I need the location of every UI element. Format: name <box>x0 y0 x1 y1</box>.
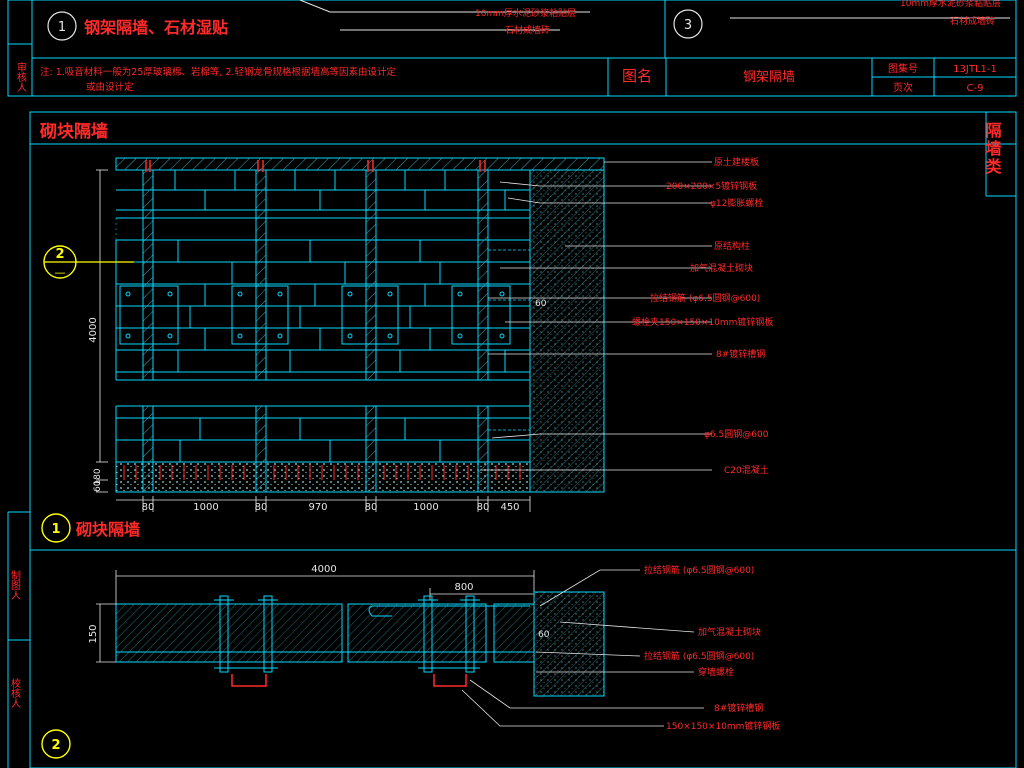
base-dim-60: 60 <box>93 480 103 492</box>
plan-callout-plate: 150×150×10mm镀锌钢板 <box>666 720 780 732</box>
detail-1-label-title: 砌块隔墙 <box>75 520 140 539</box>
detail-1-marker <box>47 11 77 41</box>
detail-1-number: 1 <box>58 20 66 35</box>
detail-3-number: 3 <box>684 18 692 33</box>
plan-wall-mid <box>347 603 487 663</box>
sheet-frame <box>7 111 1017 768</box>
dim-80-d: 80 <box>477 502 490 513</box>
elevation-leaders <box>480 161 712 471</box>
block-courses-middle <box>115 239 530 381</box>
detail-1-label-marker <box>41 513 71 543</box>
elevation-callouts: 原土建楼板 200×200×5镀锌钢板 φ12膨胀螺栓 原结构柱 加气混凝土砌块… <box>632 156 773 476</box>
plan-callout-block: 加气混凝土砌块 <box>698 626 761 638</box>
callout-top-left-1: 10mm厚水泥砂浆粘贴层 <box>475 7 576 19</box>
detail-2-marker <box>41 729 71 759</box>
detail-3-marker <box>673 9 703 39</box>
side-category-label: 隔墙类 <box>983 122 1002 176</box>
dim-450: 450 <box>500 502 519 513</box>
dim-80-b: 80 <box>255 502 268 513</box>
plan-thickness-label: 150 <box>88 624 99 643</box>
section-2-sub: — <box>55 266 66 279</box>
section-2-number: 2 <box>55 247 64 262</box>
callout-slab: 原土建楼板 <box>714 156 759 168</box>
plan-sub-dim-label: 800 <box>454 582 473 593</box>
drafter-label: 制图人 <box>9 569 21 600</box>
elevation-drawing: 4000 180 60 2 — 80 1000 80 970 80 10 <box>41 156 773 543</box>
left-margin-label: 审核人 <box>15 61 27 92</box>
base-dim-180: 180 <box>93 468 103 485</box>
title-label: 图名 <box>622 67 652 85</box>
callout-block: 加气混凝土砌块 <box>690 262 753 274</box>
bottom-dimension-chain <box>116 496 531 512</box>
plan-callout-through-bolt: 穿墙螺栓 <box>698 666 734 678</box>
callout-bolt-plate: 螺栓夹150×150×10mm镀锌钢板 <box>632 316 773 328</box>
callout-expansion-bolt: φ12膨胀螺栓 <box>710 197 763 209</box>
page-label: 页次 <box>893 81 913 94</box>
detail-1-label-number: 1 <box>51 522 60 537</box>
callout-tie-rebar: 拉结钢筋 (φ6.5圆钢@600) <box>650 292 760 304</box>
checker-label: 校核人 <box>9 677 21 708</box>
plan-bolts <box>214 595 530 673</box>
top-anchor-bolts <box>145 160 486 172</box>
detail-1-title: 钢架隔墙、石材湿贴 <box>84 18 228 37</box>
bottom-dim-labels: 80 1000 80 970 80 1000 80 450 <box>142 502 520 513</box>
plan-callout-channel: 8#镀锌槽钢 <box>714 702 763 714</box>
callout-channel: 8#镀锌槽钢 <box>716 348 765 360</box>
callout-steel-plate: 200×200×5镀锌钢板 <box>666 180 757 192</box>
plan-channels <box>231 674 467 687</box>
height-dim-label: 4000 <box>88 317 99 342</box>
plan-callout-tie-rebar-2: 拉结钢筋 (φ6.5圆钢@600) <box>644 650 754 662</box>
plan-gap-label: 60 <box>538 630 550 640</box>
callout-top-right-2: 石材成墙砖 <box>950 15 995 27</box>
rebar-tie-lines <box>488 249 530 431</box>
top-section: 1 钢架隔墙、石材湿贴 10mm厚水泥砂浆粘贴层 石材成墙砖 3 10mm厚水泥… <box>7 0 1017 97</box>
callout-c20: C20混凝土 <box>724 464 769 476</box>
gap-dim-60: 60 <box>535 299 547 309</box>
detail-2-number: 2 <box>51 738 60 753</box>
steel-channel-posts <box>142 169 489 493</box>
dim-80-c: 80 <box>365 502 378 513</box>
callout-round-bar: φ6.5圆钢@600 <box>704 428 769 440</box>
plan-length-label: 4000 <box>311 564 336 575</box>
concrete-base <box>115 461 531 493</box>
plan-thickness-dimension <box>96 603 116 663</box>
title-value: 钢架隔墙 <box>743 70 795 85</box>
callout-top-right-1: 10mm厚水泥砂浆粘贴层 <box>900 0 1001 9</box>
callout-column: 原结构柱 <box>714 240 750 252</box>
plan-leaders <box>461 569 704 727</box>
atlas-label: 图集号 <box>888 62 918 75</box>
bolt-plates <box>119 285 511 345</box>
plan-callout-tie-rebar-1: 拉结钢筋 (φ6.5圆钢@600) <box>644 564 754 576</box>
dim-1000-b: 1000 <box>413 502 438 513</box>
plan-wall-left <box>115 603 343 663</box>
elevation-section-title: 砌块隔墙 <box>39 121 108 142</box>
base-rebar-ticks <box>123 465 521 480</box>
dim-80-a: 80 <box>142 502 155 513</box>
height-dimension <box>96 169 108 493</box>
dim-1000-a: 1000 <box>193 502 218 513</box>
note-line-1: 注: 1.吸音材料一般为25厚玻璃棉、岩棉等, 2.轻钢龙骨规格根据墙高等因素由… <box>40 66 396 78</box>
callout-top-left-2: 石材成墙砖 <box>505 24 550 36</box>
plan-wall-right <box>493 603 535 663</box>
block-courses-top <box>116 169 530 219</box>
plan-length-dimension <box>115 570 535 604</box>
top-slab <box>115 157 605 171</box>
plan-drawing: 4000 800 150 60 <box>9 564 780 759</box>
page-value: C-9 <box>967 83 984 94</box>
dim-970: 970 <box>308 502 327 513</box>
atlas-value: 13JTL1-1 <box>953 64 997 75</box>
note-line-2: 或由设计定 <box>86 81 134 93</box>
plan-callouts: 拉结钢筋 (φ6.5圆钢@600) 加气混凝土砌块 拉结钢筋 (φ6.5圆钢@6… <box>644 564 780 732</box>
